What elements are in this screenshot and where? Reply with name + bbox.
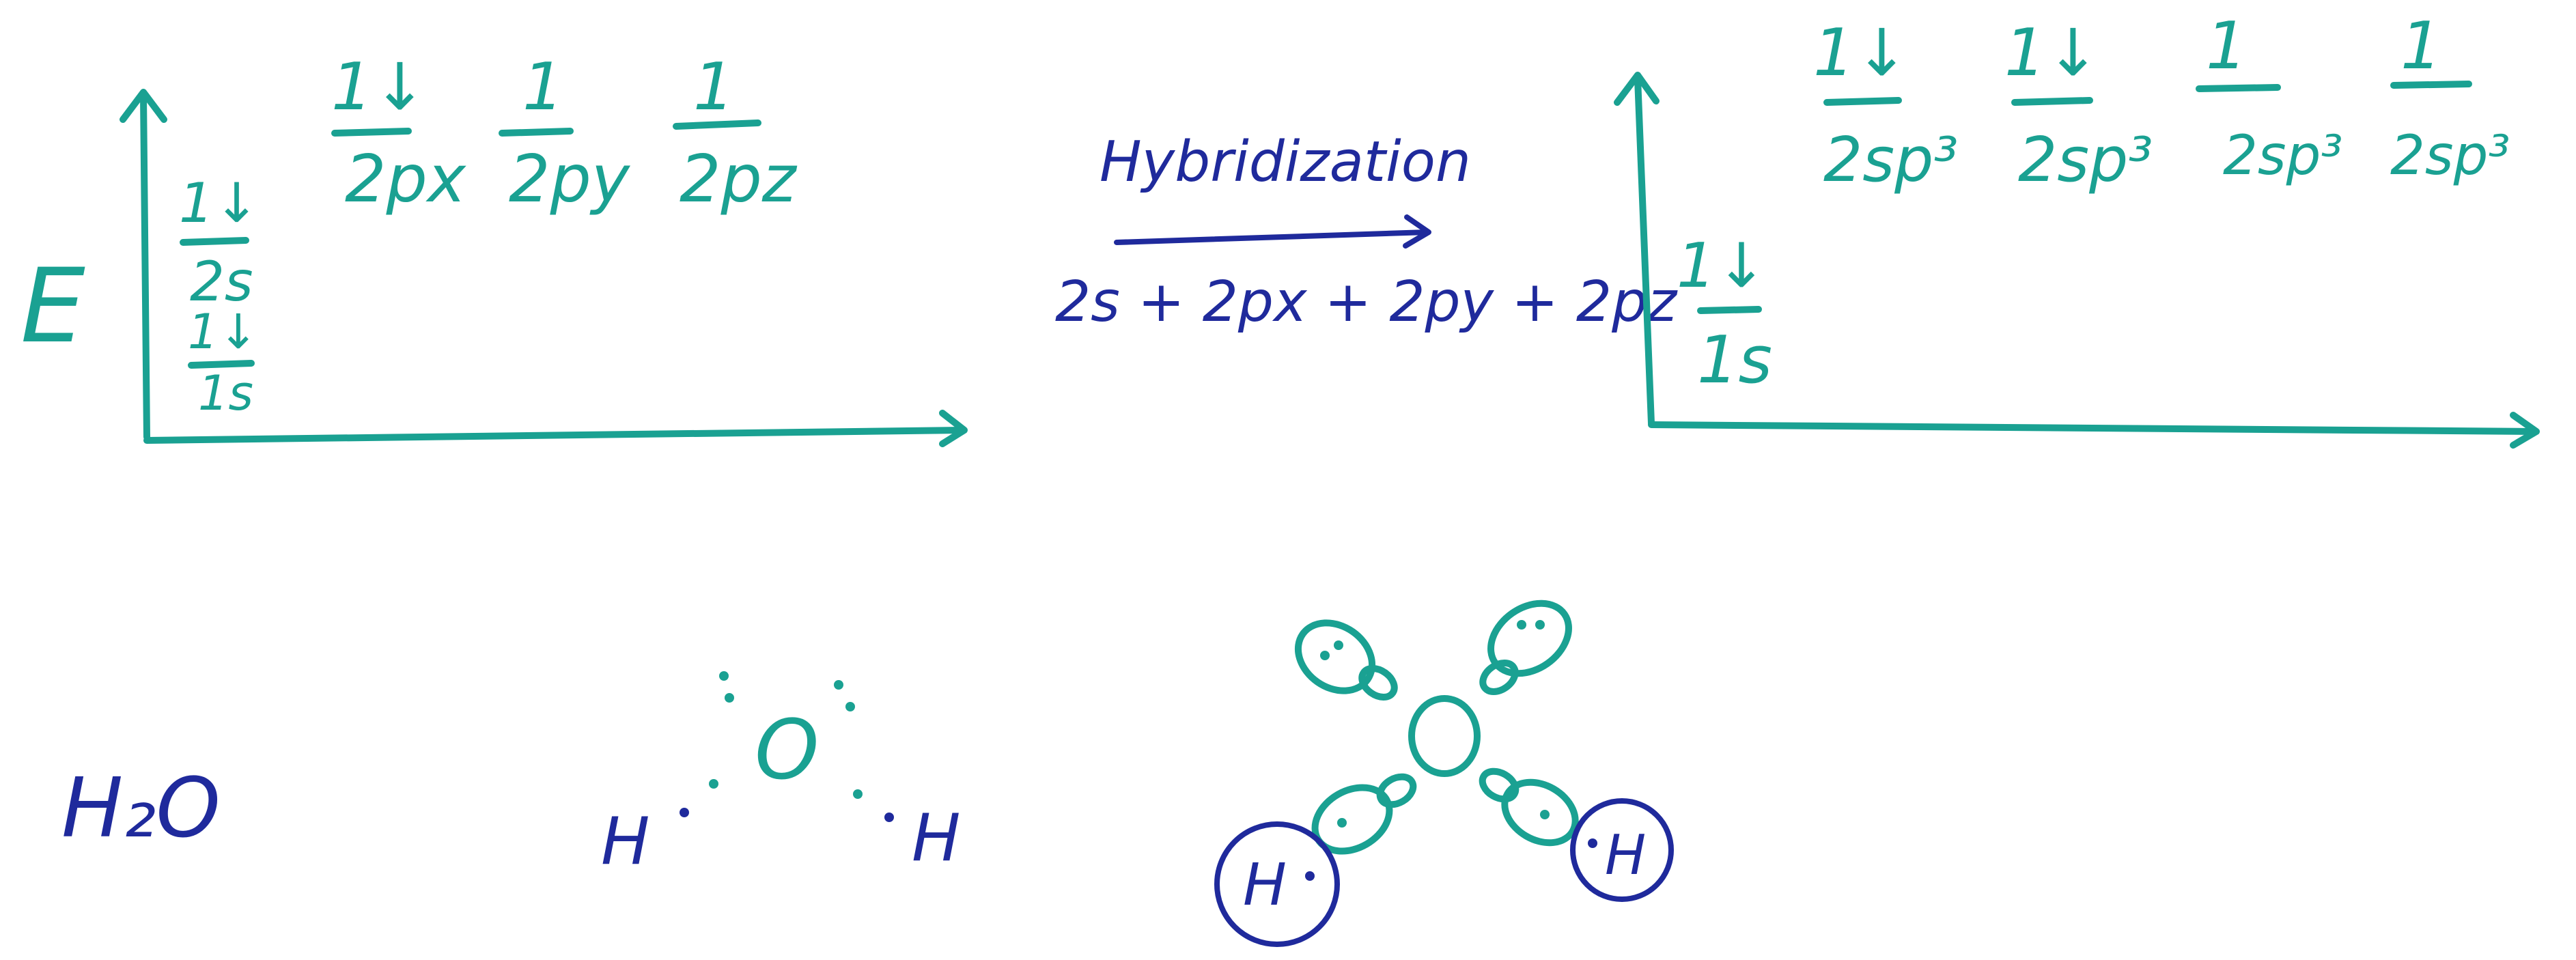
left-2py-electrons: 1 — [522, 50, 563, 125]
bonding-electrons — [680, 779, 894, 822]
orbital-hydrogen-right-electron — [1588, 838, 1597, 848]
orbital-hydrogen-right: H — [1605, 823, 1646, 887]
water-formula: H₂O — [61, 761, 221, 856]
left-2py-line — [499, 128, 574, 137]
hybridization-arrow-line — [1114, 229, 1430, 245]
left-2s-orbital: 2s — [190, 250, 253, 313]
lewis-hydrogen-right: H — [912, 801, 960, 876]
lone-pair-electrons — [719, 671, 855, 711]
left-energy-diagram: E 1↓ 2s 1↓ 1s 1↓ 2px 1 2py 1 2pz — [20, 50, 968, 447]
hybridization-label: Hybridization — [1100, 130, 1471, 195]
right-sp3-1-electrons: 1↓ — [1813, 16, 1909, 91]
right-sp3-4-line — [2390, 81, 2472, 89]
orbital-overlap-diagram: H H — [1214, 599, 1674, 947]
right-sp3-4-orbital: 2sp³ — [2390, 124, 2510, 187]
left-1s-line — [188, 360, 255, 369]
left-2px-orbital: 2px — [345, 142, 467, 217]
right-sp3-3-orbital: 2sp³ — [2223, 124, 2342, 187]
left-2s-electrons: 1↓ — [179, 171, 260, 235]
left-x-axis — [143, 427, 966, 444]
left-y-axis-arrowhead — [120, 89, 167, 123]
left-2px-electrons: 1↓ — [331, 50, 427, 125]
right-y-axis — [1634, 75, 1655, 427]
sp3-lobe-upper-left — [1294, 619, 1398, 701]
left-y-axis — [140, 92, 150, 440]
right-sp3-2-orbital: 2sp³ — [2018, 124, 2153, 196]
left-2pz-electrons: 1 — [693, 50, 734, 125]
left-2py-orbital: 2py — [509, 142, 631, 217]
right-y-axis-arrowhead — [1614, 72, 1660, 106]
sp3-lobe-upper-right — [1479, 599, 1572, 695]
right-sp3-2-line — [2011, 97, 2093, 106]
right-x-axis-arrowhead — [2510, 412, 2540, 449]
energy-label: E — [20, 247, 85, 366]
right-energy-diagram: 1↓ 1s 1↓ 2sp³ 1↓ 2sp³ 1 2sp³ 1 2sp³ — [1614, 9, 2540, 449]
orbital-oxygen-nucleus — [1408, 695, 1481, 777]
right-x-axis — [1648, 421, 2538, 435]
left-2pz-orbital: 2pz — [680, 142, 798, 217]
right-sp3-2-electrons: 1↓ — [2004, 16, 2100, 91]
sp3-lobe-lower-left — [1311, 773, 1417, 855]
right-1s-line — [1697, 306, 1762, 314]
right-sp3-3-line — [2196, 84, 2281, 92]
left-2pz-line — [673, 119, 761, 130]
left-1s-electrons: 1↓ — [188, 304, 258, 360]
lewis-structure: O H H — [601, 671, 960, 879]
right-sp3-1-orbital: 2sp³ — [1823, 124, 1958, 196]
right-1s-orbital: 1s — [1697, 323, 1772, 398]
lewis-oxygen: O — [755, 703, 819, 798]
right-sp3-3-electrons: 1 — [2206, 9, 2247, 84]
hybridization-equation: 2s + 2px + 2py + 2pz — [1055, 270, 1678, 335]
left-2s-line — [180, 237, 249, 246]
right-sp3-1-line — [1823, 97, 1902, 106]
hybridization-arrow: Hybridization 2s + 2px + 2py + 2pz — [1055, 130, 1678, 335]
left-x-axis-arrowhead — [939, 410, 968, 447]
sp3-lobe-lower-right — [1479, 767, 1579, 847]
lewis-hydrogen-left: H — [601, 804, 649, 879]
left-1s-orbital: 1s — [198, 365, 253, 421]
orbital-hydrogen-right-sphere — [1570, 798, 1674, 902]
hybridization-arrowhead — [1403, 214, 1431, 249]
orbital-hydrogen-left: H — [1243, 851, 1287, 919]
orbital-hydrogen-left-electron — [1305, 871, 1315, 881]
orbital-hydrogen-left-sphere — [1214, 821, 1340, 947]
right-sp3-4-electrons: 1 — [2400, 9, 2441, 84]
right-1s-electrons: 1↓ — [1677, 230, 1767, 302]
left-2px-line — [331, 128, 412, 137]
